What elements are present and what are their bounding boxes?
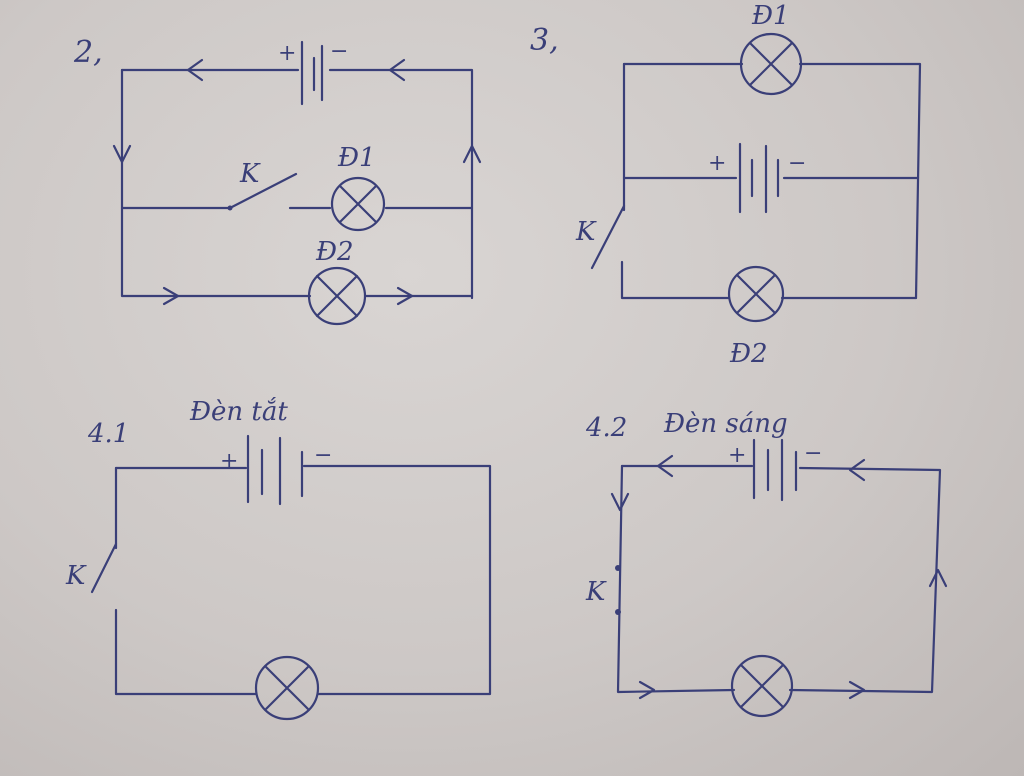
wire: [788, 466, 942, 694]
lamp-d2: [307, 266, 367, 326]
wire: [328, 68, 474, 300]
lamp-d1-label: Đ1: [337, 143, 376, 173]
switch-pivot: [227, 205, 233, 211]
diagram-number: 4.1: [87, 419, 129, 449]
lamp-d2-label: Đ2: [729, 339, 768, 369]
wire: [114, 608, 258, 696]
diagram-caption: Đèn sáng: [663, 409, 788, 439]
wire: [120, 68, 312, 298]
lamp-d1: [739, 32, 803, 96]
battery: [738, 142, 780, 214]
battery-minus: −: [330, 39, 348, 64]
switch-k: [590, 204, 626, 270]
lamp-d2-label: Đ2: [315, 237, 354, 267]
switch-contact: [615, 565, 621, 571]
switch-label: K: [239, 159, 261, 189]
battery-minus: −: [804, 441, 822, 466]
battery-plus: +: [728, 443, 746, 468]
diagram-caption: Đèn tắt: [189, 396, 288, 427]
diagram-number: 3,: [530, 23, 559, 58]
lamp-d1-label: Đ1: [751, 1, 790, 31]
lamp: [254, 655, 320, 721]
switch-label: K: [65, 561, 87, 591]
circuit-diagram-2: 2, + − Đ1 Đ2 K: [73, 35, 482, 326]
wire: [302, 464, 492, 696]
switch-contact: [615, 609, 621, 615]
battery-minus: −: [788, 151, 806, 176]
lamp-d1: [330, 176, 386, 232]
battery: [752, 438, 798, 502]
battery-minus: −: [314, 443, 332, 468]
diagram-number: 4.2: [585, 413, 627, 443]
battery-plus: +: [278, 41, 296, 66]
switch-k: [228, 172, 298, 210]
diagram-number: 2,: [73, 35, 103, 70]
circuit-diagram-3: 3, Đ1 + − Đ2 K: [530, 1, 922, 369]
wire: [620, 260, 730, 300]
circuit-diagram-4-2: 4.2 Đèn sáng + − K: [585, 409, 948, 718]
switch-k: [90, 542, 118, 594]
circuit-diagram-4-1: 4.1 Đèn tắt + − K: [65, 396, 492, 721]
switch-label: K: [575, 217, 597, 247]
wire: [798, 62, 922, 300]
current-arrows: [610, 454, 948, 700]
battery: [246, 434, 304, 506]
battery-plus: +: [220, 449, 238, 474]
battery: [300, 40, 324, 106]
switch-label: K: [585, 577, 607, 607]
wire: [616, 464, 736, 694]
lamp-d2: [727, 265, 785, 323]
battery-plus: +: [708, 151, 726, 176]
lamp: [730, 654, 794, 718]
current-arrows: [112, 58, 482, 306]
